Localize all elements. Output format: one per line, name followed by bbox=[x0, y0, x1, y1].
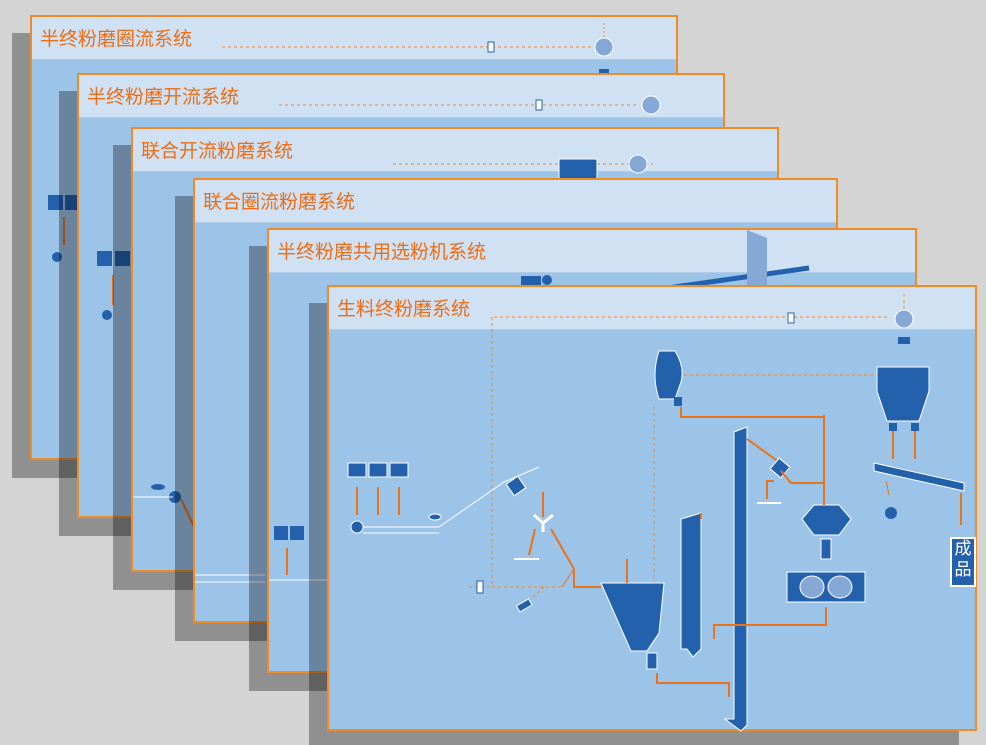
panel-title: 半终粉磨圈流系统 bbox=[40, 28, 193, 50]
product-label: 成品 bbox=[950, 537, 976, 587]
panel-header bbox=[195, 180, 836, 223]
process-diagram bbox=[133, 154, 653, 530]
process-diagram bbox=[347, 292, 965, 732]
panel-header bbox=[79, 75, 723, 118]
panel-title: 联合圈流粉磨系统 bbox=[203, 191, 356, 213]
panel-title: 半终粉磨开流系统 bbox=[87, 86, 240, 108]
panel-header bbox=[133, 129, 777, 172]
process-diagram bbox=[48, 21, 614, 262]
panel-title: 半终粉磨共用选粉机系统 bbox=[277, 241, 487, 263]
system-panel-6[interactable]: 生料终粉磨系统 bbox=[327, 285, 977, 732]
panel-header bbox=[32, 17, 676, 60]
panel-header bbox=[329, 287, 975, 330]
panel-title: 联合开流粉磨系统 bbox=[141, 140, 294, 162]
process-diagram bbox=[97, 95, 661, 320]
process-diagram bbox=[195, 574, 265, 583]
panel-title: 生料终粉磨系统 bbox=[337, 298, 471, 320]
